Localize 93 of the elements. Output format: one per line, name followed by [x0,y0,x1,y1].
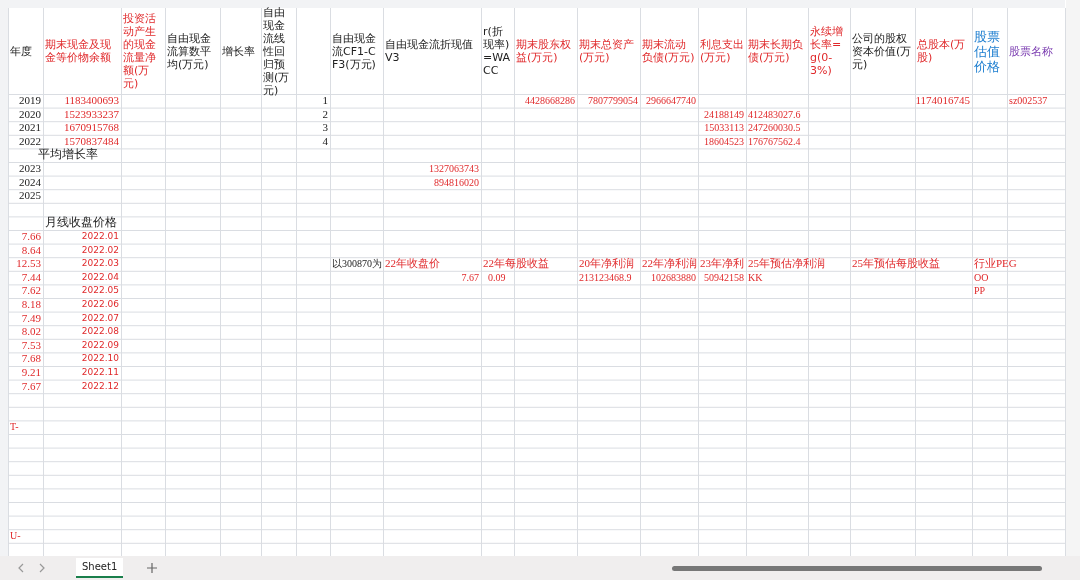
month-label: 2022.12 [81,379,119,393]
label-text: U- [10,529,21,543]
label-text: PP [974,284,986,298]
column-header: 自由现金流算数平均(万元) [167,31,212,71]
year-label: 2020 [19,107,41,121]
month-label: 2022.02 [81,243,119,257]
number-value: 4428668286 [525,94,575,107]
year-label: 2021 [19,121,41,135]
number-value: 213123468.9 [579,270,632,284]
number-value: 1183400693 [64,94,119,107]
number-value: 1570837484 [64,134,119,148]
label-text: 25年预估净利润 [748,257,825,271]
label-text: 平均增长率 [38,148,98,162]
column-header: 总股本(万股) [917,38,967,64]
month-label: 2022.08 [81,325,119,339]
number-value: 8.02 [21,325,41,339]
month-label: 2022.01 [81,230,119,243]
number-value: 3 [322,121,328,135]
number-value: 7.44 [21,270,41,284]
number-value: 18604523 [704,134,744,148]
number-value: 15033113 [704,121,744,135]
column-header: 自由现金流折现值V3 [385,38,474,64]
month-label: 2022.07 [81,311,119,325]
column-header: 公司的股权资本价值(万元) [852,31,913,71]
label-text: 以300870为 [332,257,382,271]
column-header: 永续增长率=g(0-3%) [810,25,844,77]
column-header: 自由现金流CF1-CF3(万元) [332,31,377,71]
column-header: 股票名称 [1009,44,1054,58]
code-label: sz002537 [1009,94,1048,107]
number-value: 7.67 [461,270,479,284]
year-label: 2025 [19,189,41,203]
year-label: 2023 [19,162,41,175]
number-value: 7.49 [21,311,41,325]
number-value: 1523933237 [64,107,119,121]
column-header: 期末总资产(万元) [579,38,635,64]
number-value: 7.66 [21,230,41,243]
column-header: 利息支出(万元) [700,38,744,64]
number-value: 12.53 [16,257,41,271]
column-header: 增长率 [222,44,256,58]
number-value: 8.64 [21,243,41,257]
number-value: 50942158 [704,270,744,284]
label-text: 25年预估每股收益 [852,257,940,271]
sheet-tab: Sheet1 [76,558,124,578]
number-value: 102683880 [651,270,696,284]
number-value: 1 [322,94,328,107]
column-header: 年度 [10,44,33,58]
number-value: 7.68 [21,352,41,366]
number-value: 7807799054 [588,94,638,107]
number-value: 1174016745 [915,94,970,107]
year-label: 2024 [19,175,41,189]
label-text: 行业PEG [974,257,1017,271]
month-label: 2022.05 [81,284,119,298]
number-value: 176767562.4 [748,134,801,148]
label-text: 22年净利润 [642,257,697,271]
number-value: 1670915768 [64,121,119,135]
label-text: 23年净利 [700,257,744,271]
label-text: T- [10,420,19,434]
number-value: 7.67 [21,379,41,393]
number-value: 1327063743 [429,162,479,175]
column-header: 股票估值价格 [974,28,1001,74]
number-value: 9.21 [21,366,41,379]
label-text: KK [748,270,763,284]
column-header: 期末流动负债(万元) [642,38,696,64]
column-header: 投资活动产生的现金流量净额(万元) [123,12,157,90]
number-value: 2 [322,107,328,121]
label-text: 月线收盘价格 [45,216,117,230]
label-text: 22年收盘价 [385,257,440,271]
column-header: 期末长期负债(万元) [748,38,804,64]
month-label: 2022.06 [81,298,119,311]
month-label: 2022.04 [81,270,119,284]
number-value: 7.53 [21,338,41,352]
number-value: 24188149 [704,107,744,121]
column-header: r(折现率)=WACC [483,25,512,77]
month-label: 2022.10 [81,352,119,366]
month-label: 2022.11 [81,366,119,379]
number-value: 8.18 [21,298,41,311]
column-header: 期末现金及现金等价物余额 [45,38,112,64]
label-text: 22年每股收益 [483,257,549,271]
month-label: 2022.09 [81,338,119,352]
column-header: 期末股东权益(万元) [516,38,572,64]
number-value: 247260030.5 [748,121,801,135]
number-value: 894816020 [434,175,479,189]
number-value: 412483027.6 [748,107,801,121]
month-label: 2022.03 [81,257,119,271]
column-header: 自由现金流线性回归预测(万元) [263,5,291,97]
label-text: 20年净利润 [579,257,634,271]
number-value: 0.09 [488,270,506,284]
year-label: 2019 [19,94,41,107]
number-value: 4 [322,134,328,148]
number-value: 7.62 [21,284,41,298]
label-text: OO [974,270,989,284]
number-value: 2966647740 [646,94,696,107]
year-label: 2022 [19,134,41,148]
